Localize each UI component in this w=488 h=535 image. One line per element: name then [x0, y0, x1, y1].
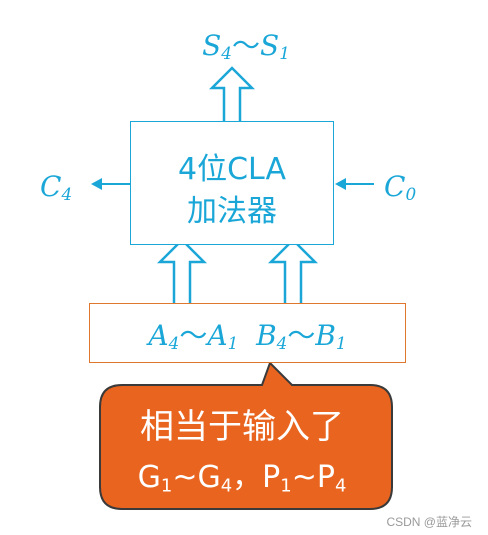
s-high: S — [202, 29, 222, 62]
s-low-sub: 1 — [279, 43, 290, 64]
output-arrow — [208, 66, 256, 121]
g1-sub: 1 — [160, 475, 173, 497]
callout-bubble — [99, 361, 393, 510]
s-low: S — [260, 29, 280, 62]
watermark: CSDN @蓝净云 — [386, 515, 472, 529]
b-low-sub: 1 — [335, 333, 347, 354]
b-high: B — [256, 319, 277, 352]
s-high-sub: 4 — [221, 43, 232, 64]
adder-title: 4位CLA — [178, 152, 286, 187]
c0-letter: C — [384, 170, 406, 203]
carry-in-label: C0 — [384, 170, 416, 204]
a-high: A — [148, 319, 169, 352]
tilde-g: ~ — [172, 460, 198, 495]
cla-adder-box: 4位CLA 加法器 — [130, 121, 334, 245]
b-high-sub: 4 — [276, 333, 288, 354]
output-label: S4～S1 — [176, 24, 316, 64]
tilde: ～ — [231, 29, 260, 62]
separator: ， — [232, 460, 263, 495]
c4-letter: C — [40, 170, 62, 203]
g4-letter: G — [197, 460, 221, 495]
p1-sub: 1 — [280, 475, 292, 497]
c0-sub: 0 — [405, 184, 417, 205]
g4-sub: 4 — [220, 475, 233, 497]
callout-text-line2: G1~G4，P1~P4 — [97, 452, 387, 497]
adder-subtitle: 加法器 — [187, 194, 277, 229]
p4-letter: P — [316, 460, 335, 495]
callout-text-line1: 相当于输入了 — [140, 407, 344, 447]
input-operands-label: A4～A1 B4～B1 — [90, 314, 405, 354]
g1-letter: G — [137, 460, 161, 495]
carry-in-arrowhead — [335, 178, 346, 190]
p1-letter: P — [262, 460, 281, 495]
input-operands-box: A4～A1 B4～B1 — [89, 303, 406, 363]
a-high-sub: 4 — [168, 333, 180, 354]
b-low: B — [315, 319, 336, 352]
a-low: A — [207, 319, 228, 352]
carry-out-arrowhead — [91, 178, 102, 190]
p4-sub: 4 — [334, 475, 347, 497]
input-arrow-a — [156, 238, 208, 303]
tilde-p: ~ — [291, 460, 317, 495]
tilde-a: ～ — [179, 319, 208, 352]
input-arrow-b — [267, 238, 319, 303]
carry-out-label: C4 — [40, 170, 72, 204]
tilde-b: ～ — [287, 319, 316, 352]
c4-sub: 4 — [61, 184, 73, 205]
a-low-sub: 1 — [227, 333, 239, 354]
